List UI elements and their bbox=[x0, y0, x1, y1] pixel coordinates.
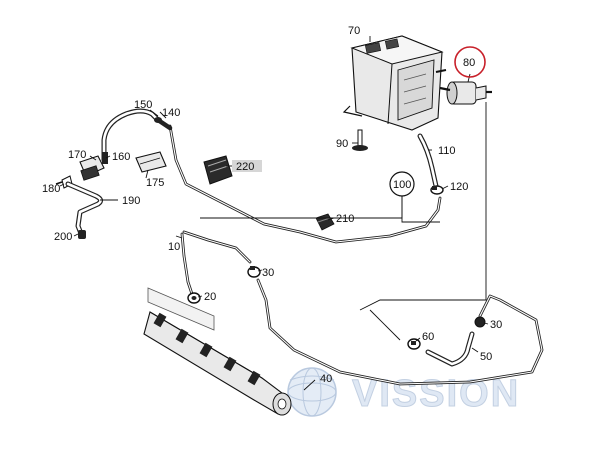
pipe-part-100 bbox=[168, 124, 442, 244]
fitting-part-60 bbox=[407, 338, 421, 350]
callout-circle-100 bbox=[389, 171, 415, 197]
leader-lines bbox=[59, 36, 489, 391]
label-100: 100 bbox=[393, 179, 411, 191]
cap-part-200 bbox=[78, 230, 86, 239]
label-200: 200 bbox=[54, 231, 72, 243]
label-190: 190 bbox=[122, 195, 140, 207]
bolt-part-90 bbox=[352, 129, 368, 151]
highlight-circle-80 bbox=[454, 46, 486, 78]
canister-part-70 bbox=[342, 35, 447, 131]
label-30-upper: 30 bbox=[262, 267, 274, 279]
grommet-part-20 bbox=[187, 292, 201, 304]
label-220: 220 bbox=[236, 161, 254, 173]
bracket-part-175 bbox=[135, 151, 167, 173]
label-175: 175 bbox=[146, 177, 164, 189]
pipe-part-10 bbox=[180, 230, 252, 296]
valve-part-170 bbox=[79, 155, 105, 181]
label-210: 210 bbox=[336, 213, 354, 225]
clip-part-160 bbox=[102, 152, 108, 164]
label-10: 10 bbox=[168, 241, 180, 253]
label-40: 40 bbox=[320, 373, 332, 385]
hose-part-150 bbox=[101, 108, 161, 163]
clamp-part-120 bbox=[430, 185, 444, 195]
clip-part-210 bbox=[315, 213, 335, 231]
label-50: 50 bbox=[480, 351, 492, 363]
label-80: 80 bbox=[463, 57, 475, 69]
line-part-40 bbox=[256, 278, 544, 386]
label-180: 180 bbox=[42, 183, 60, 195]
label-60: 60 bbox=[422, 331, 434, 343]
hose-part-190 bbox=[65, 181, 104, 239]
hose-part-50 bbox=[425, 331, 475, 367]
label-170: 170 bbox=[68, 149, 86, 161]
clamp-part-30-lower bbox=[474, 316, 486, 328]
fuel-rail bbox=[143, 287, 292, 416]
hose-part-110 bbox=[417, 133, 439, 189]
label-30-lower: 30 bbox=[490, 319, 502, 331]
label-20: 20 bbox=[204, 291, 216, 303]
label-140: 140 bbox=[162, 107, 180, 119]
label-70: 70 bbox=[348, 25, 360, 37]
label-120: 120 bbox=[450, 181, 468, 193]
bracket-part-220 bbox=[203, 155, 262, 185]
label-150: 150 bbox=[134, 99, 152, 111]
valve-part-80 bbox=[439, 81, 492, 105]
clamp-part-30-upper bbox=[247, 266, 261, 278]
label-90: 90 bbox=[336, 138, 348, 150]
watermark-globe-icon bbox=[287, 367, 337, 417]
connector-part-140 bbox=[154, 117, 173, 131]
label-110: 110 bbox=[438, 145, 456, 157]
label-160: 160 bbox=[112, 151, 130, 163]
